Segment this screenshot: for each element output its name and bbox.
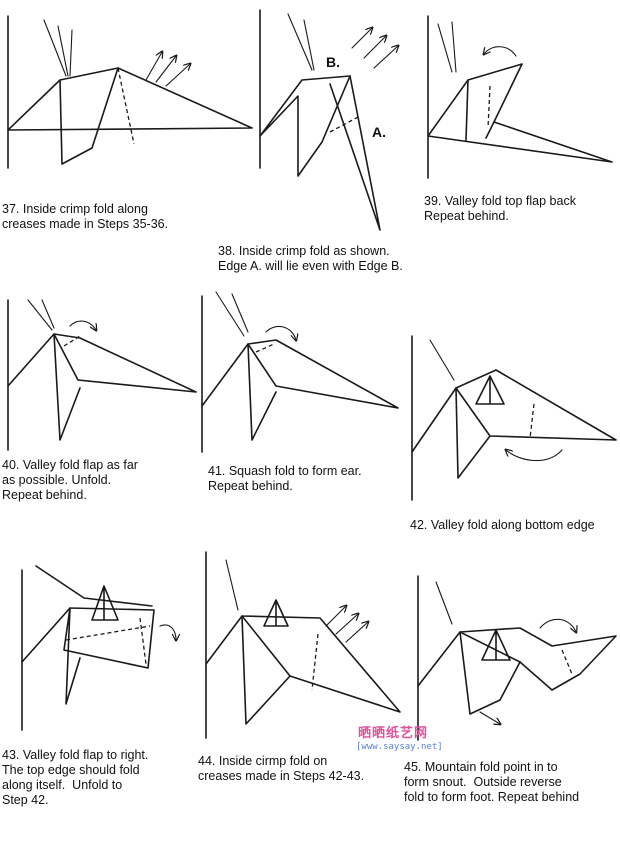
curved-arrow-icon — [265, 325, 296, 340]
curved-arrow-icon — [69, 320, 96, 330]
step-44-caption: 44. Inside cirmp fold on creases made in… — [198, 754, 365, 783]
step-40-figure — [7, 299, 197, 451]
step-39-caption: 39. Valley fold top flap back Repeat beh… — [424, 194, 576, 223]
step-44-figure — [205, 551, 401, 739]
motion-arrows-icon — [325, 606, 368, 643]
step-38-caption: 38. Inside crimp fold as shown. Edge A. … — [218, 244, 403, 273]
foot-arrow-icon — [479, 711, 500, 724]
step-45-caption: 45. Mountain fold point in to form snout… — [404, 760, 580, 804]
step-43-caption: 43. Valley fold flap to right. The top e… — [2, 748, 149, 807]
step-38-figure — [259, 9, 398, 231]
edge-b-label: B. — [326, 54, 340, 70]
step-45-figure — [417, 575, 617, 741]
step-42-figure — [411, 335, 617, 501]
step-43-figure — [21, 565, 176, 731]
edge-a-label: A. — [372, 124, 386, 140]
step-39-figure — [427, 15, 613, 179]
step-42-caption: 42. Valley fold along bottom edge — [410, 518, 595, 532]
curved-arrow-icon — [506, 450, 563, 462]
step-40-caption: 40. Valley fold flap as far as possible.… — [2, 458, 138, 502]
watermark-url: [www.saysay.net] — [356, 742, 443, 752]
curved-arrow-icon — [539, 618, 576, 632]
watermark-name: 晒晒纸艺网 — [358, 725, 429, 740]
motion-arrows-icon — [351, 28, 398, 69]
step-41-caption: 41. Squash fold to form ear. Repeat behi… — [208, 464, 362, 493]
motion-arrows-icon — [145, 52, 190, 87]
curved-arrow-icon — [159, 624, 176, 640]
step-41-figure — [201, 291, 399, 453]
step-37-figure — [7, 15, 253, 169]
step-37-caption: 37. Inside crimp fold along creases made… — [2, 202, 169, 231]
curved-arrow-icon — [484, 46, 517, 57]
